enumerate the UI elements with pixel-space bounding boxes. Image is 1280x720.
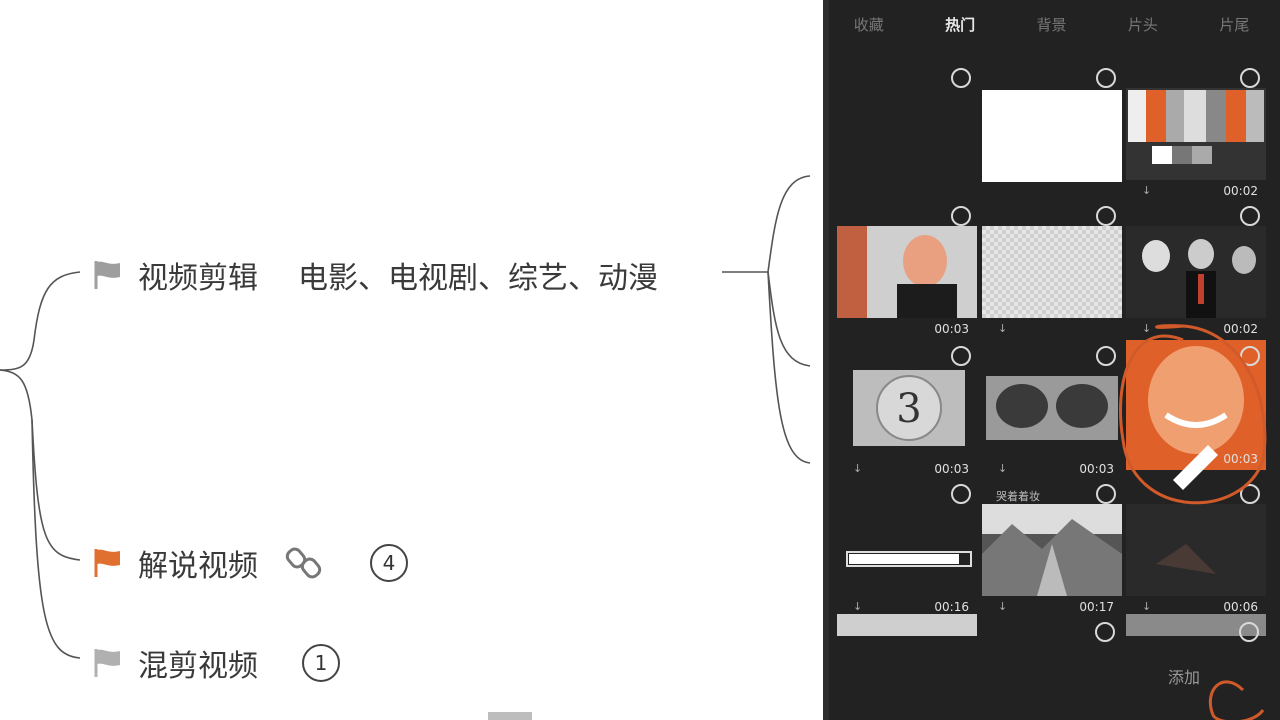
- thumbnail-white: [982, 90, 1122, 182]
- select-circle[interactable]: [1096, 206, 1116, 226]
- select-circle[interactable]: [951, 484, 971, 504]
- duration-label: 00:03: [1079, 462, 1114, 476]
- branch-commentary-video[interactable]: 解说视频 4: [90, 541, 408, 585]
- phone-bezel: [823, 0, 829, 720]
- material-cell[interactable]: 3 ↓ 00:03: [837, 346, 977, 488]
- select-circle[interactable]: [1240, 206, 1260, 226]
- material-cell[interactable]: 00:03: [837, 206, 977, 348]
- duration-label: 00:16: [934, 600, 969, 614]
- note-count-badge[interactable]: 1: [302, 644, 340, 682]
- material-cell[interactable]: 哭着着妆 ↓ 00:17: [982, 484, 1122, 626]
- tab-favorites[interactable]: 收藏: [853, 16, 884, 34]
- brush-cursor-icon: [1173, 445, 1218, 490]
- select-circle[interactable]: [1096, 346, 1116, 366]
- select-circle[interactable]: [1240, 346, 1260, 366]
- select-circle[interactable]: [1095, 622, 1115, 642]
- select-circle[interactable]: [1239, 622, 1259, 642]
- download-icon[interactable]: ↓: [1142, 184, 1152, 197]
- phone-material-panel: 收藏 热门 背景 片头 片尾 ↓ 00:02: [823, 0, 1280, 720]
- location-badge: 哭着着妆: [996, 490, 1040, 503]
- thumbnail-dark-scene: [1126, 504, 1266, 596]
- thumbnail-tunnel: [982, 366, 1122, 458]
- branch-title: 混剪视频: [138, 649, 258, 684]
- select-circle[interactable]: [951, 68, 971, 88]
- duration-label: 00:02: [1223, 322, 1258, 336]
- thumbnail-partial: [1126, 614, 1266, 636]
- material-cell[interactable]: ↓ 00:02: [1126, 206, 1266, 348]
- add-button[interactable]: 添加: [1168, 668, 1201, 687]
- thumbnail-progress-bar: [837, 504, 977, 596]
- select-circle[interactable]: [1240, 484, 1260, 504]
- note-count-badge[interactable]: 4: [370, 544, 408, 582]
- branch-video-editing[interactable]: 视频剪辑 电影、电视剧、综艺、动漫: [90, 253, 658, 297]
- download-icon[interactable]: ↓: [853, 462, 863, 475]
- download-icon[interactable]: ↓: [1142, 322, 1152, 335]
- thumbnail-countdown: 3: [837, 366, 977, 458]
- material-cell[interactable]: [982, 68, 1122, 210]
- material-cell[interactable]: ↓: [982, 206, 1122, 348]
- flag-orange-icon: [94, 549, 120, 577]
- select-circle[interactable]: [1240, 68, 1260, 88]
- branch-mashup-video[interactable]: 混剪视频 1: [90, 641, 340, 685]
- thumbnail-crowd: [1126, 226, 1266, 318]
- scroll-indicator: [488, 712, 532, 720]
- flag-gray-icon: [94, 261, 120, 289]
- thumbnail-color-bars: [1126, 88, 1266, 180]
- select-circle[interactable]: [1096, 68, 1116, 88]
- select-circle[interactable]: [1096, 484, 1116, 504]
- flag-gray-icon: [94, 649, 120, 677]
- branch-detail: 电影、电视剧、综艺、动漫: [298, 261, 658, 296]
- duration-label: 00:03: [1223, 452, 1258, 466]
- download-icon[interactable]: ↓: [998, 322, 1008, 335]
- duration-label: 00:17: [1079, 600, 1114, 614]
- material-cell[interactable]: ↓ 00:02: [1126, 68, 1266, 210]
- thumbnail-partial: [837, 614, 977, 636]
- download-icon[interactable]: ↓: [853, 600, 863, 613]
- select-circle[interactable]: [951, 346, 971, 366]
- thumbnail-black: [837, 88, 977, 180]
- tab-hot[interactable]: 热门: [945, 16, 976, 34]
- download-icon[interactable]: ↓: [1142, 600, 1152, 613]
- material-cell[interactable]: ↓ 00:16: [837, 484, 977, 626]
- branch-title: 解说视频: [138, 549, 258, 584]
- duration-label: 00:02: [1223, 184, 1258, 198]
- tab-outro[interactable]: 片尾: [1219, 16, 1250, 34]
- thumbnail-transparent: [982, 226, 1122, 318]
- material-cell[interactable]: [837, 68, 977, 210]
- mindmap-connectors: [0, 175, 811, 659]
- thumbnail-man-portrait: [837, 226, 977, 318]
- duration-label: 00:03: [934, 322, 969, 336]
- tab-background[interactable]: 背景: [1036, 16, 1067, 34]
- svg-text:3: 3: [896, 386, 921, 432]
- branch-title: 视频剪辑: [138, 261, 258, 296]
- thumbnail-landscape: [982, 504, 1122, 596]
- material-cell[interactable]: ↓ 00:03: [982, 346, 1122, 488]
- material-cell[interactable]: ↓ 00:06: [1126, 484, 1266, 626]
- material-tabs: 收藏 热门 背景 片头 片尾: [823, 14, 1280, 42]
- download-icon[interactable]: ↓: [998, 462, 1008, 475]
- annotation-strokes: [1119, 324, 1267, 720]
- download-icon[interactable]: ↓: [998, 600, 1008, 613]
- select-circle[interactable]: [951, 206, 971, 226]
- link-icon[interactable]: [284, 543, 324, 583]
- tab-intro[interactable]: 片头: [1127, 16, 1158, 34]
- duration-label: 00:06: [1223, 600, 1258, 614]
- duration-label: 00:03: [934, 462, 969, 476]
